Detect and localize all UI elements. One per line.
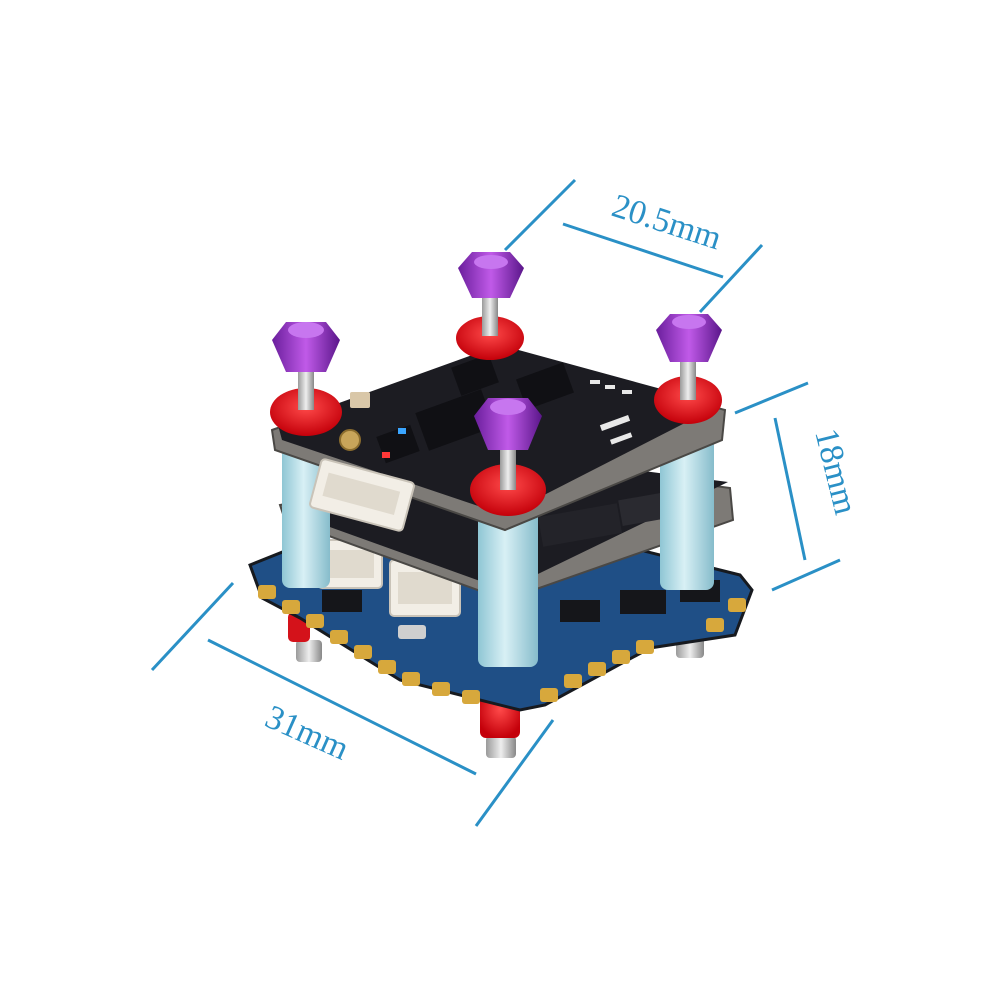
nut-right	[656, 314, 722, 362]
standoff-right	[660, 422, 714, 590]
esc-mosfet-2	[560, 600, 600, 622]
nut-front	[474, 398, 542, 450]
mount-right	[654, 314, 722, 424]
dimension-top-width	[503, 178, 764, 314]
fc-boot-button	[350, 392, 370, 408]
dim-height-ext-top	[734, 381, 809, 415]
fc-osd-chip	[451, 354, 499, 396]
oring-left	[270, 388, 342, 436]
oring-back	[456, 316, 524, 360]
screw-left	[298, 370, 314, 410]
esc-gold-pads	[258, 585, 746, 704]
bottom-screw-left	[296, 640, 322, 662]
dim-base-label: 31mm	[260, 699, 354, 768]
standoff-front	[478, 505, 538, 667]
middle-chip-1	[538, 503, 622, 547]
esc-connector-left	[317, 539, 383, 589]
dim-height-ext-bottom	[771, 558, 841, 592]
screw-right	[680, 360, 696, 400]
dim-top-label: 20.5mm	[608, 187, 726, 257]
mount-front	[470, 398, 546, 516]
mount-left	[270, 322, 342, 436]
dim-height-label: 18mm	[807, 425, 864, 518]
mount-back	[456, 252, 524, 360]
fc-led-blue	[398, 428, 406, 434]
nut-left	[272, 322, 340, 372]
fc-antenna-connector	[339, 429, 361, 451]
standoff-left	[282, 428, 330, 588]
esc-pad-silver	[398, 625, 426, 639]
dim-top-main	[562, 222, 724, 279]
esc-mosfet-3	[620, 590, 666, 614]
dim-base-ext-right	[474, 719, 555, 827]
esc-mosfet-1	[322, 590, 362, 612]
dim-base-ext-left	[150, 581, 235, 672]
fc-mcu-chip	[415, 389, 495, 451]
screw-back	[482, 296, 498, 336]
fc-silkscreen	[590, 380, 633, 445]
fc-led-red	[382, 452, 390, 458]
dimension-height	[734, 381, 841, 592]
standoffs	[282, 422, 714, 667]
bottom-screw-front	[486, 736, 516, 758]
screw-front	[500, 448, 516, 490]
fc-power-chip	[516, 362, 574, 410]
dim-top-ext-left	[503, 178, 577, 252]
fc-connector	[309, 458, 415, 532]
dim-base-main	[207, 638, 477, 776]
dim-height-main	[773, 417, 807, 561]
dim-top-ext-right	[698, 243, 764, 314]
dimension-base-width	[150, 581, 555, 827]
